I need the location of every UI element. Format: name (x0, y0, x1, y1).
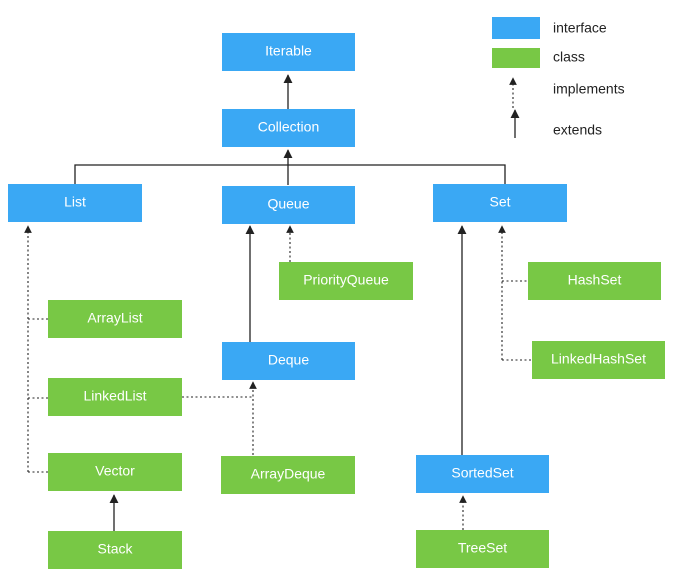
node-hashset: HashSet (528, 262, 661, 300)
node-priorityqueue-label: PriorityQueue (303, 272, 389, 288)
node-list: List (8, 184, 142, 222)
node-queue: Queue (222, 186, 355, 224)
node-set-label: Set (489, 194, 510, 210)
node-set: Set (433, 184, 567, 222)
node-stack: Stack (48, 531, 182, 569)
node-linkedlist: LinkedList (48, 378, 182, 416)
node-linkedhashset-label: LinkedHashSet (551, 351, 646, 367)
nodes: Iterable Collection List Queue Set Deque… (8, 33, 665, 569)
node-vector: Vector (48, 453, 182, 491)
node-treeset-label: TreeSet (458, 540, 507, 556)
node-priorityqueue: PriorityQueue (279, 262, 413, 300)
legend: interface class implements extends (492, 17, 625, 138)
node-hashset-label: HashSet (568, 272, 622, 288)
node-queue-label: Queue (267, 196, 309, 212)
node-linkedlist-label: LinkedList (83, 388, 146, 404)
node-vector-label: Vector (95, 463, 135, 479)
legend-interface-label: interface (553, 20, 607, 36)
legend-implements-label: implements (553, 81, 625, 97)
node-collection-label: Collection (258, 119, 319, 135)
node-deque-label: Deque (268, 352, 309, 368)
node-arraylist-label: ArrayList (87, 310, 142, 326)
node-collection: Collection (222, 109, 355, 147)
node-sortedset: SortedSet (416, 455, 549, 493)
node-iterable-label: Iterable (265, 43, 312, 59)
node-deque: Deque (222, 342, 355, 380)
node-arraydeque-label: ArrayDeque (251, 466, 326, 482)
edges (24, 74, 532, 531)
node-treeset: TreeSet (416, 530, 549, 568)
node-arraydeque: ArrayDeque (221, 456, 355, 494)
node-list-label: List (64, 194, 86, 210)
legend-class-swatch (492, 48, 540, 68)
node-linkedhashset: LinkedHashSet (532, 341, 665, 379)
node-sortedset-label: SortedSet (451, 465, 513, 481)
legend-interface-swatch (492, 17, 540, 39)
node-stack-label: Stack (97, 541, 133, 557)
legend-class-label: class (553, 49, 585, 65)
node-iterable: Iterable (222, 33, 355, 71)
edge-bus-collection (74, 164, 506, 185)
legend-extends-label: extends (553, 122, 602, 138)
node-arraylist: ArrayList (48, 300, 182, 338)
